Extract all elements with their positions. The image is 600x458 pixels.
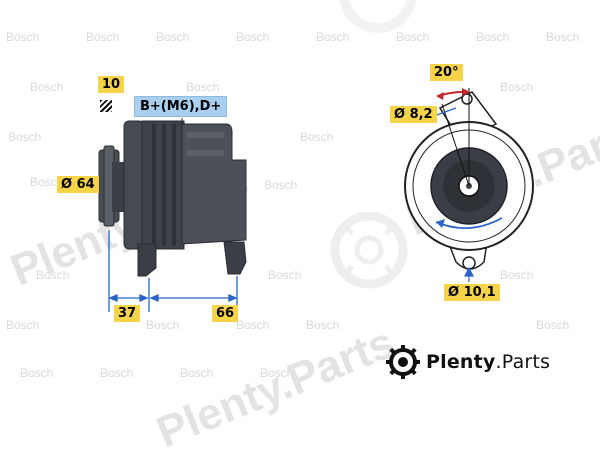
watermark-bosch: Bosch (146, 318, 180, 332)
watermark-bosch: Bosch (20, 366, 54, 380)
watermark-bosch: Bosch (30, 175, 64, 189)
watermark-bosch: Bosch (236, 318, 270, 332)
watermark-bosch: Bosch (536, 318, 570, 332)
watermark-bosch: Bosch (316, 30, 350, 44)
rear-mounting-foot (223, 241, 247, 275)
brand-logo: Plenty.Parts (386, 342, 550, 382)
watermark-bosch: Bosch (500, 268, 534, 282)
brand-gear-icon (386, 345, 420, 379)
pulley (98, 145, 124, 227)
pulley-diameter-label: Ø 64 (57, 176, 99, 193)
watermark-bosch: Bosch (186, 80, 220, 94)
angle-indicator (436, 88, 470, 187)
rotation-direction-icon (435, 217, 503, 230)
dimension-lines-side (108, 230, 238, 312)
brand-name: Plenty.Parts (426, 351, 550, 373)
watermark-bosch: Bosch (476, 30, 510, 44)
watermark-bosch: Bosch (180, 366, 214, 380)
rear-dimension-label: 66 (212, 305, 239, 322)
watermark-bosch: Bosch (86, 30, 120, 44)
watermark-bosch: Bosch (100, 366, 134, 380)
watermark-bosch: Bosch (8, 130, 42, 144)
watermark-bosch: Bosch (260, 366, 294, 380)
drawing-layer (98, 0, 534, 312)
front-housing (123, 120, 145, 250)
watermark-bosch: Bosch (268, 268, 302, 282)
alternator-side-view (98, 118, 247, 277)
watermark-bosch: Bosch (236, 30, 270, 44)
watermark-bosch: Bosch (264, 178, 298, 192)
watermark-gear-icon (339, 0, 417, 33)
watermark-bosch: Bosch (6, 30, 40, 44)
brand-name-bold: Plenty (426, 351, 496, 373)
front-dimension-label: 37 (114, 305, 141, 322)
small-mount-hole (461, 93, 473, 105)
watermark-bosch: Bosch (30, 80, 64, 94)
watermark-bosch: Bosch (396, 30, 430, 44)
watermark-bosch: Bosch (306, 318, 340, 332)
front-mounting-foot (137, 243, 157, 277)
watermark-bosch: Bosch (500, 80, 534, 94)
watermark-bosch: Bosch (300, 130, 334, 144)
quantity-label: 10 (98, 76, 125, 93)
diagram-canvas: Bosch Bosch Bosch Bosch Bosch Bosch Bosc… (4, 0, 600, 457)
terminal-label: B+(M6),D+ (134, 96, 228, 117)
watermark-bosch: Bosch (546, 30, 580, 44)
angle-label: 20° (430, 64, 463, 81)
small-hole-diameter-label: Ø 8,2 (390, 106, 437, 123)
large-hole-diameter-label: Ø 10,1 (444, 284, 500, 301)
watermark-bosch: Bosch (36, 268, 70, 282)
hatch-icon (100, 100, 112, 112)
watermark-gear-icon (330, 211, 408, 289)
stator-body (141, 120, 185, 250)
rear-housing (181, 123, 247, 245)
brand-name-rest: .Parts (495, 351, 551, 373)
watermark-bosch: Bosch (6, 318, 40, 332)
dimension-leaders-front (433, 107, 474, 282)
watermark-bosch: Bosch (156, 30, 190, 44)
